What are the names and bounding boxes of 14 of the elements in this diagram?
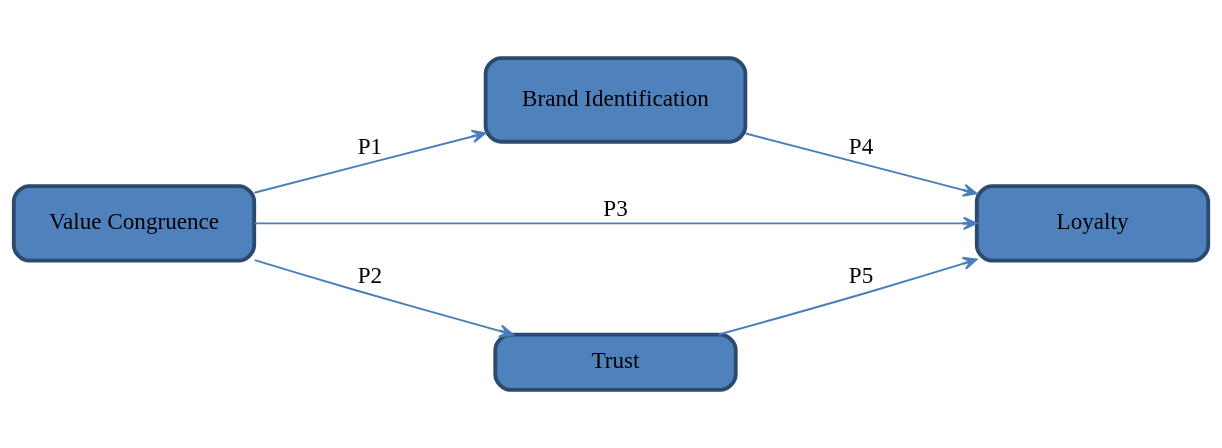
arrow [253,129,487,194]
arrow [744,132,978,197]
edge-label: P3 [603,195,628,222]
arrow [253,216,978,231]
node-box: Trust [493,332,738,392]
edge-label: P5 [848,262,874,289]
edge-label: P2 [357,262,383,289]
arrow [253,259,514,338]
edge-label: P1 [357,133,383,160]
node-box: Brand Identification [483,56,748,144]
node-box: Value Congruence [11,184,257,263]
edge-label: P4 [848,133,874,160]
arrow [717,256,978,336]
node-box: Loyalty [974,184,1211,263]
